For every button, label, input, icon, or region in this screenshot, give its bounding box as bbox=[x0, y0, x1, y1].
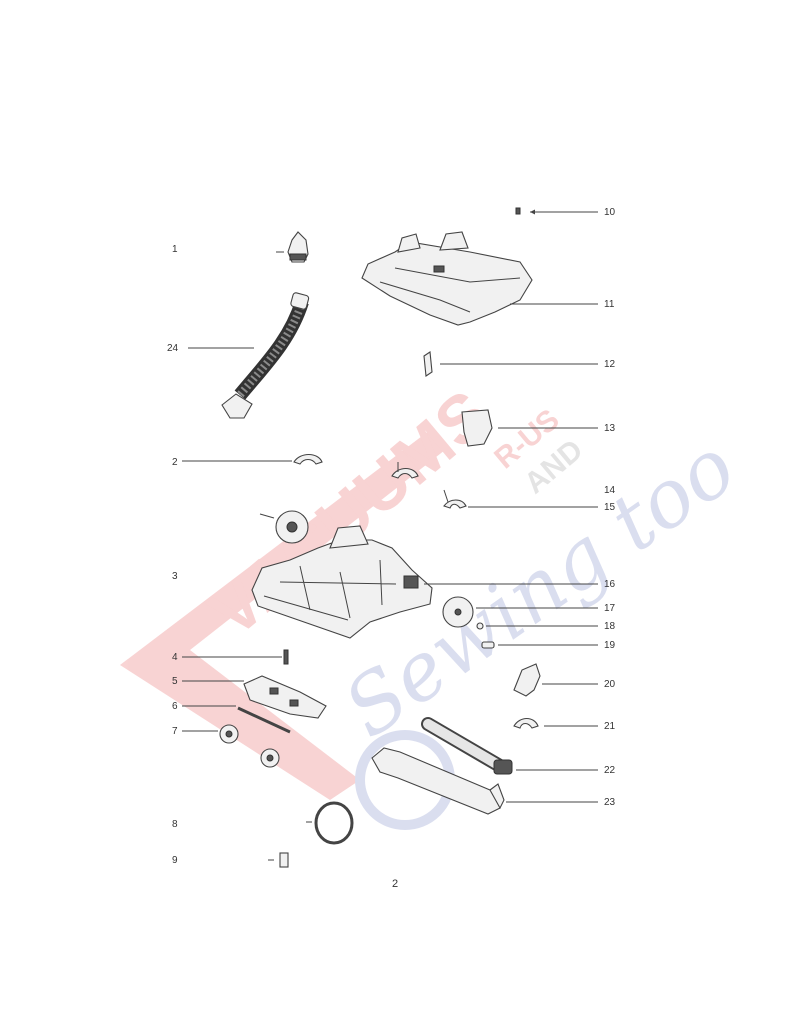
label-10: 10 bbox=[604, 207, 616, 218]
label-20: 20 bbox=[604, 679, 616, 690]
part-19 bbox=[481, 641, 598, 649]
label-9: 9 bbox=[172, 855, 178, 866]
label-5: 5 bbox=[172, 676, 178, 687]
part-7-wheels bbox=[182, 724, 280, 768]
label-23: 23 bbox=[604, 797, 616, 808]
part-24-hose bbox=[188, 292, 310, 419]
label-15: 15 bbox=[604, 502, 616, 513]
part-5 bbox=[182, 675, 327, 719]
part-23-bumper bbox=[371, 747, 598, 815]
part-3-base bbox=[251, 525, 598, 639]
page-number: 2 bbox=[392, 878, 398, 890]
label-3: 3 bbox=[172, 571, 178, 582]
label-19: 19 bbox=[604, 640, 616, 651]
label-22: 22 bbox=[604, 765, 616, 776]
label-8: 8 bbox=[172, 819, 178, 830]
part-17-wheel bbox=[442, 596, 598, 628]
label-13: 13 bbox=[604, 423, 616, 434]
part-21 bbox=[513, 717, 598, 729]
part-22-brushroll bbox=[421, 717, 598, 775]
part-10 bbox=[515, 207, 598, 215]
label-4: 4 bbox=[172, 652, 178, 663]
watermark-red-chevron bbox=[120, 430, 445, 800]
watermark: VACUUMS R-US AND Sewing too bbox=[120, 376, 752, 830]
label-7: 7 bbox=[172, 726, 178, 737]
part-2 bbox=[182, 453, 323, 465]
label-2: 2 bbox=[172, 457, 178, 468]
part-8-belt bbox=[306, 801, 354, 845]
label-18: 18 bbox=[604, 621, 616, 632]
label-14: 14 bbox=[604, 485, 616, 496]
part-18 bbox=[476, 622, 598, 630]
label-21: 21 bbox=[604, 721, 616, 732]
part-11-hood bbox=[361, 231, 598, 326]
part-20 bbox=[513, 663, 598, 697]
label-1: 1 bbox=[172, 244, 178, 255]
label-17: 17 bbox=[604, 603, 616, 614]
part-13 bbox=[461, 409, 598, 447]
part-labels: 1 24 2 3 4 5 6 7 8 9 10 11 12 13 14 15 1… bbox=[167, 207, 616, 890]
part-6 bbox=[182, 705, 291, 734]
label-11: 11 bbox=[604, 299, 615, 310]
label-6: 6 bbox=[172, 701, 178, 712]
part-gear-wheel bbox=[259, 510, 309, 544]
label-16: 16 bbox=[604, 579, 616, 590]
label-24: 24 bbox=[167, 343, 179, 354]
part-12 bbox=[423, 351, 598, 377]
part-1 bbox=[276, 231, 309, 263]
part-14-15 bbox=[443, 489, 598, 509]
label-12: 12 bbox=[604, 359, 616, 370]
part-9 bbox=[268, 852, 289, 868]
part-clip-mid bbox=[391, 462, 419, 479]
part-4 bbox=[182, 649, 289, 665]
